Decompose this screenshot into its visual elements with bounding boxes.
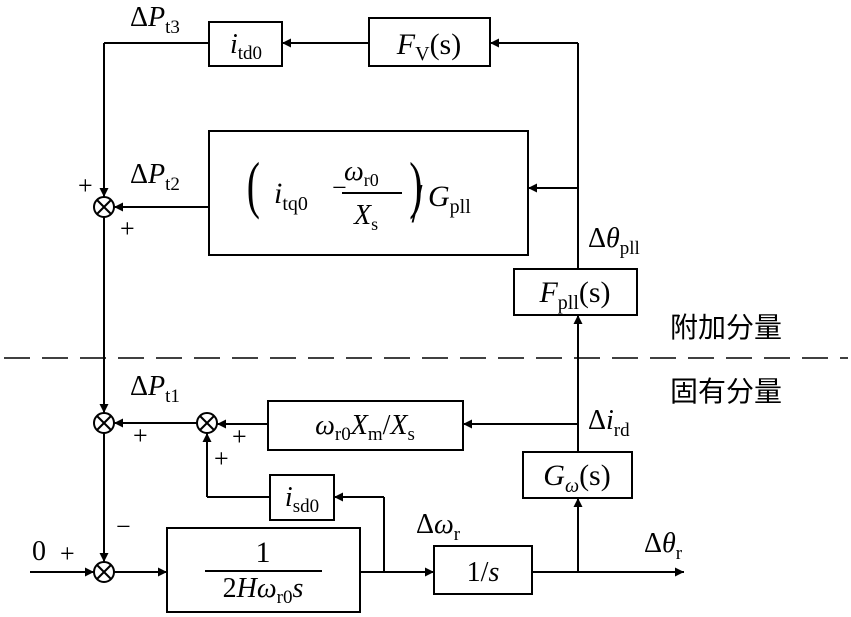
feedforward-label: ( itq0 − ωr0 Xs ) / Gpll — [247, 150, 471, 235]
fv-label: FV(s) — [396, 28, 461, 65]
reference-zero: 0 — [32, 536, 46, 567]
svg-text:(: ( — [247, 150, 260, 221]
sign-s3-right: + — [214, 444, 229, 473]
ird-label: Δird — [588, 405, 630, 441]
sign-s1-bottom: + — [120, 214, 135, 243]
sum-junction-bottom — [93, 561, 115, 583]
sum-junction-top — [93, 196, 115, 218]
svg-text:/: / — [412, 173, 423, 234]
isd0-label: isd0 — [285, 482, 319, 517]
sign-s3-bottom: + — [133, 421, 148, 450]
omega-r-label: Δωr — [416, 509, 461, 545]
pt3-label: ΔPt3 — [130, 2, 180, 38]
theta-r-label: Δθr — [644, 528, 683, 564]
sum-junction-inner — [196, 412, 218, 434]
gomega-label: Gω(s) — [543, 459, 610, 497]
integrator-label: 1/s — [467, 557, 500, 588]
sign-s1-left: + — [78, 171, 93, 200]
fpll-label: Fpll(s) — [538, 276, 610, 314]
signal-lines — [30, 38, 684, 577]
theta-pll-label: Δθpll — [588, 223, 640, 259]
itd0-block — [208, 21, 283, 67]
region-inherent-label: 固有分量 — [670, 375, 782, 408]
itd0-label: itd0 — [230, 29, 262, 64]
pt2-label: ΔPt2 — [130, 159, 180, 195]
inertia-label: 1 2Hωr0s — [205, 536, 322, 608]
svg-text:−: − — [332, 173, 347, 202]
region-additional-label: 附加分量 — [670, 311, 782, 344]
integrator-block — [433, 545, 533, 595]
svg-text:Gpll: Gpll — [428, 180, 471, 218]
svg-text:Xs: Xs — [353, 200, 378, 234]
sign-s4-top: − — [116, 512, 131, 541]
sum-junction-middle — [93, 412, 115, 434]
svg-text:ωr0: ωr0 — [344, 156, 379, 190]
sign-s4-left: + — [60, 539, 75, 568]
svg-text:itq0: itq0 — [274, 177, 308, 215]
sign-s2-right: + — [232, 422, 247, 451]
gain-label: ωr0Xm/Xs — [315, 410, 415, 445]
svg-text:1: 1 — [256, 536, 271, 569]
pt1-label: ΔPt1 — [130, 371, 180, 407]
fpll-block — [513, 268, 638, 316]
svg-text:2Hωr0s: 2Hωr0s — [223, 573, 304, 608]
svg-text:): ) — [409, 150, 422, 221]
